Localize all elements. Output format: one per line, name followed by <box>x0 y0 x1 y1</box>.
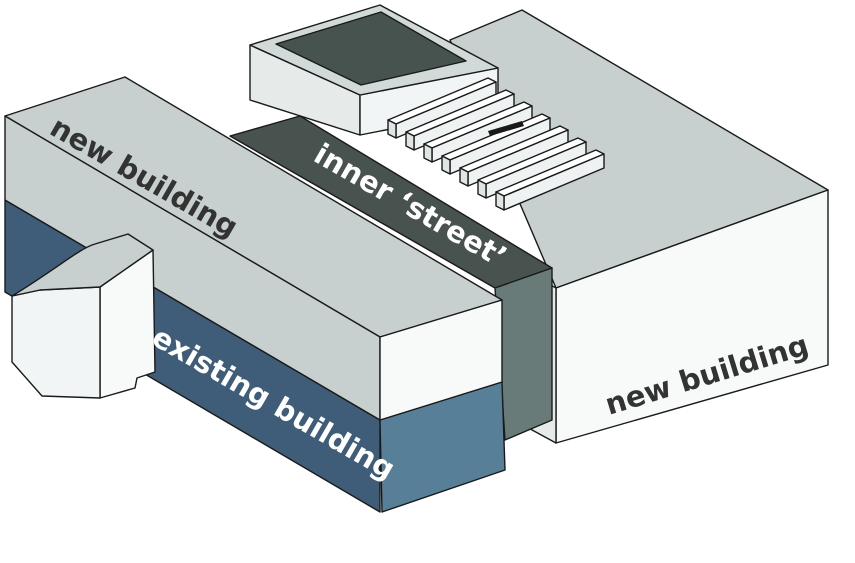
louver-fin <box>423 101 533 163</box>
louver-fin <box>459 125 569 187</box>
louver-fin <box>477 137 587 199</box>
left-new-building <box>4 76 503 421</box>
stair-tower-front-face <box>11 286 101 399</box>
stair-tower-roof <box>11 233 154 297</box>
louver-shadow-slot <box>488 121 524 136</box>
left-building-end <box>379 299 503 421</box>
louver-fin <box>495 149 605 211</box>
stair-tower <box>11 233 156 399</box>
roof-louvers <box>387 77 605 211</box>
penthouse-skylight <box>275 11 467 86</box>
louver-fin <box>387 77 497 139</box>
